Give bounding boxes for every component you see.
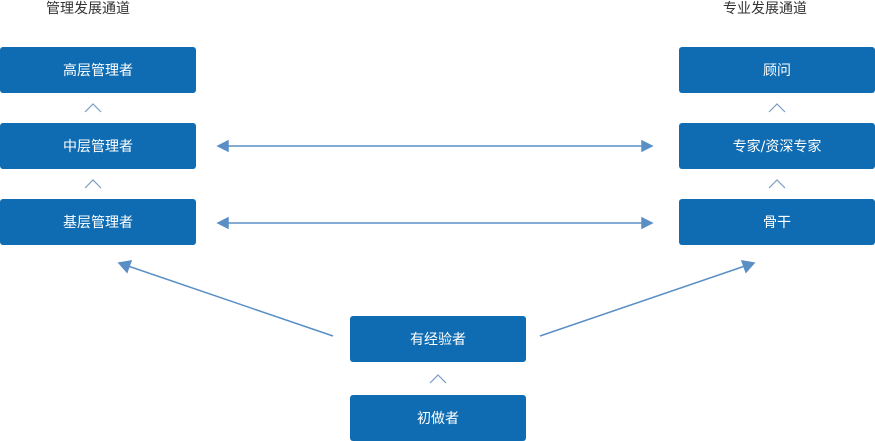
to-management-line bbox=[127, 265, 334, 337]
to-professional-line bbox=[539, 265, 746, 337]
arrowhead-icon bbox=[740, 260, 756, 274]
chevron-up-icon bbox=[768, 103, 786, 113]
senior-manager-box: 高层管理者 bbox=[0, 47, 196, 93]
chevron-up-icon bbox=[84, 179, 102, 189]
consultant-box: 顾问 bbox=[679, 47, 875, 93]
professional-track-heading: 专业发展通道 bbox=[723, 1, 807, 17]
arrowhead-right-icon bbox=[641, 216, 654, 230]
core-staff-box: 骨干 bbox=[679, 199, 875, 245]
chevron-up-icon bbox=[84, 103, 102, 113]
arrowhead-icon bbox=[117, 260, 133, 274]
management-track-heading: 管理发展通道 bbox=[46, 1, 130, 17]
arrowhead-left-icon bbox=[216, 139, 229, 153]
beginner-box: 初做者 bbox=[350, 395, 526, 441]
junior-manager-box: 基层管理者 bbox=[0, 199, 196, 245]
arrowhead-left-icon bbox=[216, 216, 229, 230]
chevron-up-icon bbox=[429, 374, 447, 384]
experienced-box: 有经验者 bbox=[350, 316, 526, 362]
expert-box: 专家/资深专家 bbox=[679, 123, 875, 169]
chevron-up-icon bbox=[768, 179, 786, 189]
arrowhead-right-icon bbox=[641, 139, 654, 153]
middle-manager-box: 中层管理者 bbox=[0, 123, 196, 169]
